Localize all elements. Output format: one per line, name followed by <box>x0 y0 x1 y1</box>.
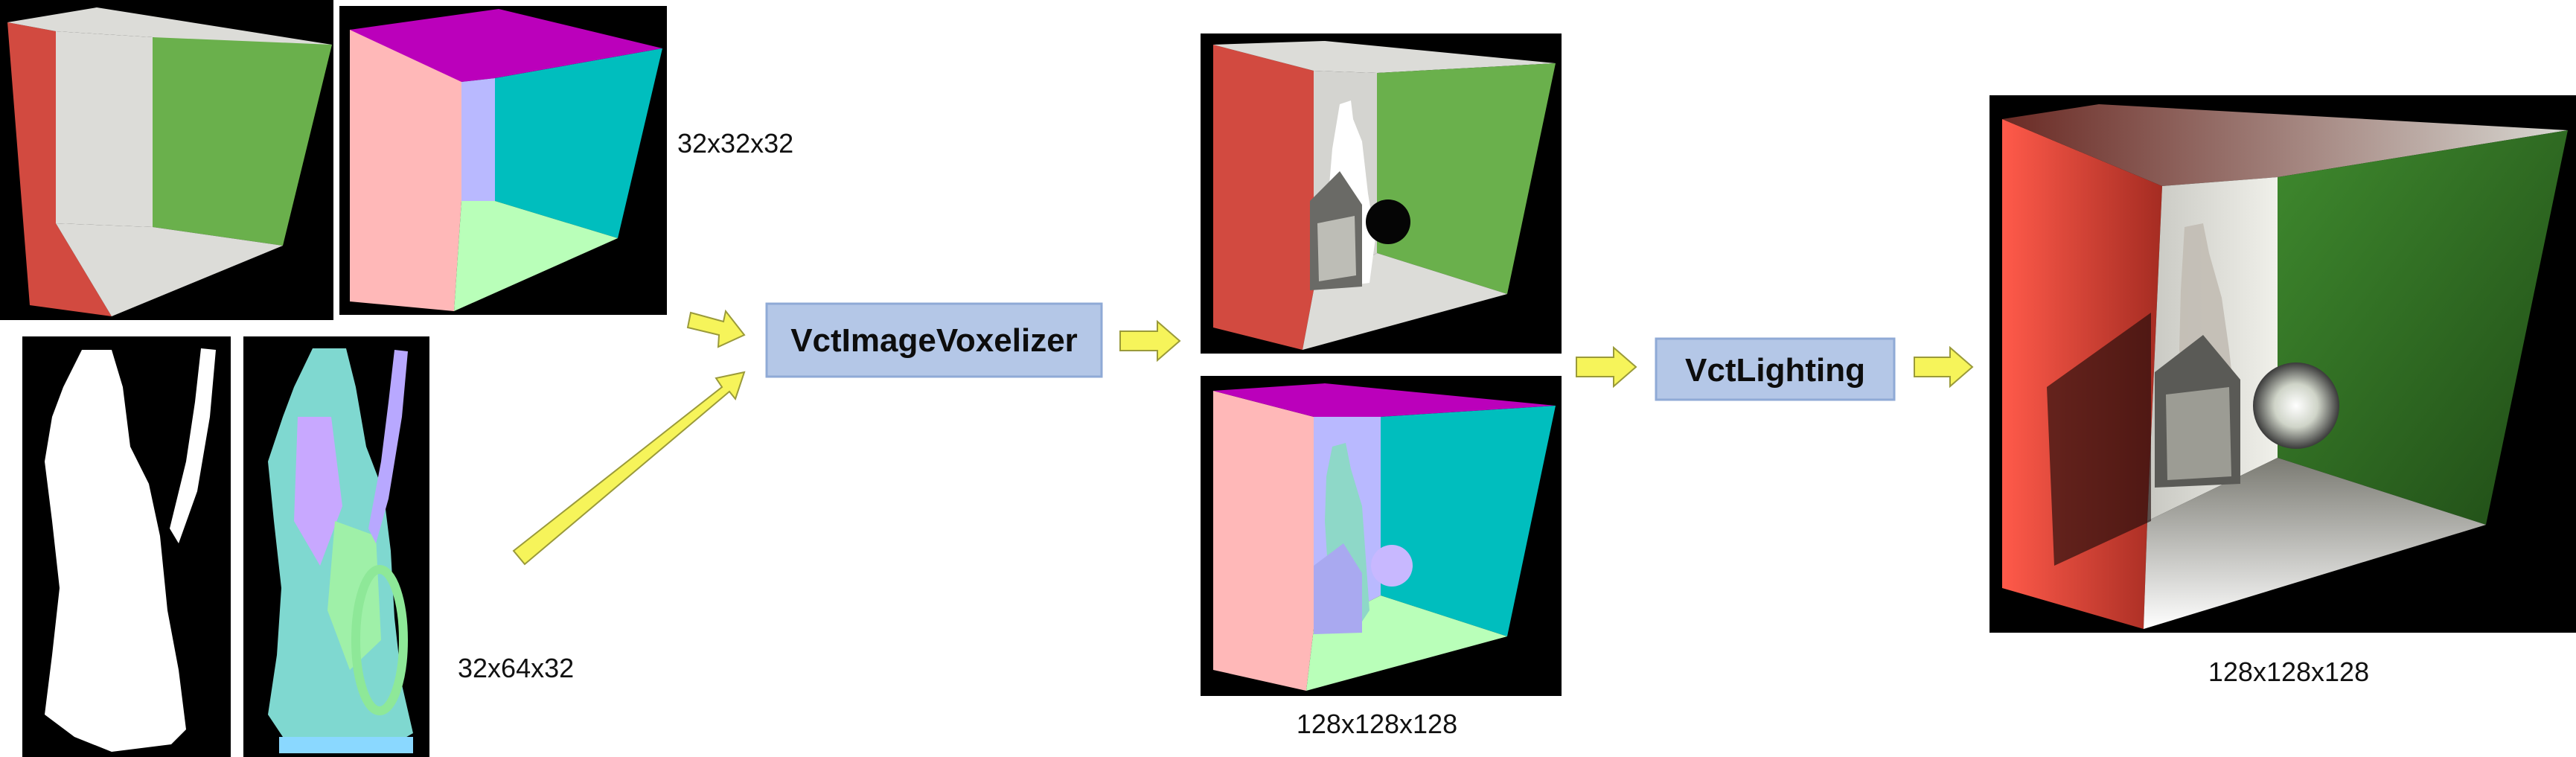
dim-label-voxel-grid: 128x128x128 <box>1297 709 1457 739</box>
output-shadow <box>2047 313 2151 566</box>
cyan-wall <box>495 48 662 238</box>
arrow-statue-to-voxelizer <box>512 371 746 566</box>
lightgreen-floor <box>454 201 618 311</box>
statue-silhouette <box>45 350 186 752</box>
red-wall <box>7 22 112 316</box>
voxelizer-node: VctImageVoxelizer <box>765 302 1103 378</box>
voxel-albedo-image <box>1201 33 1562 354</box>
dim-label-input-cube: 32x32x32 <box>677 128 793 159</box>
input-cube-albedo-image <box>0 0 333 320</box>
output-floor <box>2144 458 2486 629</box>
arrow-grids-to-lighting <box>1576 345 1637 389</box>
output-glowing-sphere <box>2253 362 2339 449</box>
input-cube-normal-image <box>339 6 667 315</box>
voxel-cyan-wall <box>1381 406 1556 636</box>
floor <box>56 223 283 316</box>
output-green-wall <box>2278 130 2568 525</box>
ceiling <box>7 7 332 52</box>
output-ceiling <box>2002 104 2568 186</box>
voxel-ceiling <box>1213 41 1556 73</box>
input-statue-normal-image <box>243 336 429 757</box>
lighting-label: VctLighting <box>1685 352 1865 389</box>
voxel-red-wall <box>1213 45 1314 350</box>
arrow-lighting-to-output <box>1914 345 1974 389</box>
input-statue-mask-image <box>22 336 231 757</box>
arrow-cube-to-voxelizer <box>686 309 746 348</box>
dim-label-output: 128x128x128 <box>2208 657 2369 687</box>
magenta-ceiling <box>350 9 662 82</box>
voxel-normal-image <box>1201 376 1562 696</box>
voxelizer-label: VctImageVoxelizer <box>790 322 1078 359</box>
output-render-image <box>1989 95 2576 633</box>
voxel-pink-wall <box>1213 391 1314 691</box>
pink-wall <box>350 22 461 311</box>
shield-normals <box>351 565 408 715</box>
voxel-green-wall <box>1377 63 1556 294</box>
spear-silhouette <box>170 348 216 543</box>
arrow-voxelizer-to-grids <box>1119 319 1181 362</box>
green-wall <box>153 37 332 246</box>
lavender-back-wall <box>461 78 495 201</box>
voxel-sphere <box>1366 199 1410 244</box>
dim-label-input-statue: 32x64x32 <box>458 653 574 683</box>
lighting-node: VctLighting <box>1655 337 1896 401</box>
back-wall <box>56 31 153 227</box>
voxel-sphere-normals <box>1371 545 1413 587</box>
voxel-magenta-ceiling <box>1213 383 1556 417</box>
